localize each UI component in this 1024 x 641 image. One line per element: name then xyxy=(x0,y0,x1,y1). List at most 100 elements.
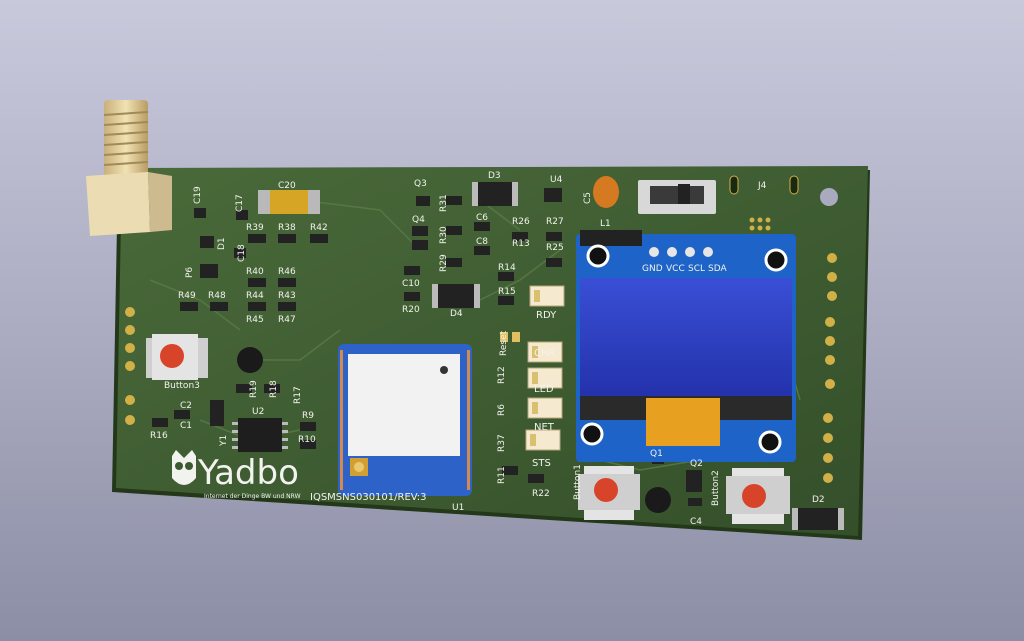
yadbo-owl-logo xyxy=(172,450,196,485)
ref-r48: R48 xyxy=(208,291,226,301)
ref-q4: Q4 xyxy=(412,215,425,225)
d2-diode xyxy=(792,508,844,530)
oled-ribbon-cable xyxy=(646,398,720,446)
button2[interactable] xyxy=(726,468,790,524)
right-header-pads xyxy=(823,253,837,483)
led-label-chr: CHR xyxy=(534,348,556,359)
left-edge-pads xyxy=(125,307,135,425)
u2-ic xyxy=(232,418,288,452)
button3-label: Button3 xyxy=(164,381,200,391)
ref-c20: C20 xyxy=(278,181,296,191)
ref-r44: R44 xyxy=(246,291,264,301)
ref-r19: R19 xyxy=(249,380,259,398)
oled-pin-vcc: VCC xyxy=(666,264,685,274)
ref-r10: R10 xyxy=(298,435,316,445)
ref-c1: C1 xyxy=(180,421,192,431)
oled-pin-gnd: GND xyxy=(642,264,663,274)
led-label-rdy: RDY xyxy=(536,310,557,321)
ref-r25: R25 xyxy=(546,243,564,253)
ref-r29: R29 xyxy=(439,254,449,272)
sma-antenna-connector xyxy=(86,100,172,236)
ref-r12: R12 xyxy=(497,366,507,384)
ref-l1: L1 xyxy=(600,219,611,229)
slide-switch xyxy=(638,180,716,214)
oled-display xyxy=(576,230,796,462)
brand-tagline: Internet der Dinge BW und NRW xyxy=(204,493,301,500)
button2-label: Button2 xyxy=(711,470,721,506)
ref-r46: R46 xyxy=(278,267,296,277)
ref-r17: R17 xyxy=(293,386,303,404)
ref-r31: R31 xyxy=(439,194,449,212)
ref-u2: U2 xyxy=(252,407,264,417)
ref-c2: C2 xyxy=(180,401,192,411)
u1-label: U1 xyxy=(452,503,464,513)
led-column xyxy=(525,285,565,451)
ref-r6: R6 xyxy=(497,404,507,416)
ref-r30: R30 xyxy=(439,226,449,244)
ref-c4: C4 xyxy=(690,517,702,527)
ref-d2: D2 xyxy=(812,495,825,505)
oled-pin-scl: SCL xyxy=(688,264,705,274)
ref-c17: C17 xyxy=(235,194,245,212)
ref-c8: C8 xyxy=(476,237,488,247)
ref-r15: R15 xyxy=(498,287,516,297)
reset-pads xyxy=(500,332,520,342)
ref-c5: C5 xyxy=(583,192,593,204)
ref-r47: R47 xyxy=(278,315,296,325)
d4-diode xyxy=(432,284,480,308)
oled-screen xyxy=(580,278,792,404)
ref-r43: R43 xyxy=(278,291,296,301)
round-component xyxy=(645,487,671,513)
ref-c18: C18 xyxy=(237,244,247,262)
round-component xyxy=(237,347,263,373)
ref-r45: R45 xyxy=(246,315,264,325)
ref-c10: C10 xyxy=(402,279,420,289)
oled-pin-sda: SDA xyxy=(708,264,727,274)
reset-label: Reset xyxy=(499,330,509,356)
ref-u4: U4 xyxy=(550,175,563,185)
ref-r26: R26 xyxy=(512,217,530,227)
mounting-hole xyxy=(820,188,838,206)
ref-p6: P6 xyxy=(185,267,195,278)
ref-r38: R38 xyxy=(278,223,296,233)
ref-r22: R22 xyxy=(532,489,550,499)
ref-r18: R18 xyxy=(269,380,279,398)
button1[interactable] xyxy=(578,466,640,520)
ref-d1: D1 xyxy=(217,237,227,250)
j4-connector-slots xyxy=(729,175,799,231)
ref-r40: R40 xyxy=(246,267,264,277)
ref-r42: R42 xyxy=(310,223,328,233)
led-label-net: NET xyxy=(534,422,555,433)
ref-y1: Y1 xyxy=(219,435,229,447)
ref-r39: R39 xyxy=(246,223,264,233)
ref-r13: R13 xyxy=(512,239,530,249)
ref-q2: Q2 xyxy=(690,459,703,469)
ref-r14: R14 xyxy=(498,263,516,273)
u1-wireless-module xyxy=(338,344,472,496)
brand-logo-text: Yadbo xyxy=(197,453,299,493)
ref-d3: D3 xyxy=(488,171,501,181)
ref-r20: R20 xyxy=(402,305,420,315)
led-label-sts: STS xyxy=(532,458,551,469)
ref-r37: R37 xyxy=(497,434,507,452)
ref-j4: J4 xyxy=(757,181,767,191)
ref-c6: C6 xyxy=(476,213,488,223)
revision-label: IQSMSNS030101/REV:3 xyxy=(310,492,427,503)
ref-q3: Q3 xyxy=(414,179,427,189)
ref-r9: R9 xyxy=(302,411,314,421)
ref-c19: C19 xyxy=(193,186,203,204)
c5-capacitor xyxy=(593,176,619,208)
button3[interactable] xyxy=(146,334,208,380)
ref-r49: R49 xyxy=(178,291,196,301)
d3-diode xyxy=(472,182,518,206)
ref-d4: D4 xyxy=(450,309,463,319)
button1-label: Button1 xyxy=(573,464,583,500)
ref-r27: R27 xyxy=(546,217,564,227)
ref-q1: Q1 xyxy=(650,449,663,459)
ref-r16: R16 xyxy=(150,431,168,441)
led-label-led: LED xyxy=(534,384,554,395)
c20-capacitor xyxy=(258,190,320,214)
ref-r11: R11 xyxy=(497,466,507,484)
